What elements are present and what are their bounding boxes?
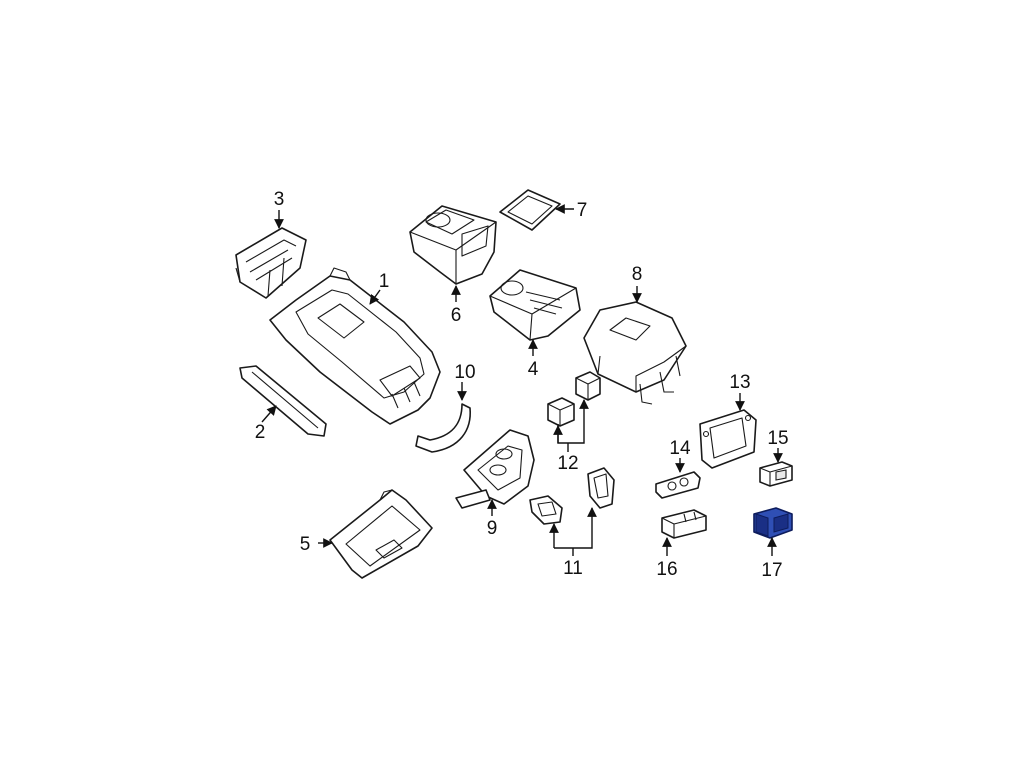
callout-9[interactable]: 9 bbox=[487, 518, 498, 539]
callout-16[interactable]: 16 bbox=[656, 559, 677, 580]
part-6-storage-bin[interactable] bbox=[409, 205, 497, 285]
callout-14[interactable]: 14 bbox=[669, 438, 691, 459]
part-8-armrest-lid[interactable] bbox=[583, 301, 687, 405]
callout-3[interactable]: 3 bbox=[274, 189, 285, 210]
callout-8[interactable]: 8 bbox=[632, 264, 643, 285]
part-2-trim-strip[interactable] bbox=[239, 365, 327, 437]
callout-1[interactable]: 1 bbox=[379, 271, 390, 292]
callout-13[interactable]: 13 bbox=[729, 372, 750, 393]
callout-7[interactable]: 7 bbox=[577, 200, 588, 221]
callout-labels: 3 1 2 6 7 4 8 10 9 5 12 11 13 14 15 16 1… bbox=[255, 189, 789, 581]
part-3-bracket[interactable] bbox=[235, 227, 307, 299]
part-7-mat[interactable] bbox=[499, 189, 561, 231]
part-15-small-switch[interactable] bbox=[759, 461, 793, 487]
callout-10[interactable]: 10 bbox=[454, 362, 475, 383]
part-1-console-body[interactable] bbox=[269, 267, 441, 425]
part-13-module[interactable] bbox=[699, 409, 757, 469]
callout-4[interactable]: 4 bbox=[528, 359, 539, 380]
part-12-switch-left[interactable] bbox=[547, 397, 575, 427]
callout-5[interactable]: 5 bbox=[300, 534, 311, 555]
callout-12[interactable]: 12 bbox=[557, 453, 578, 474]
part-10-trim-arc[interactable] bbox=[415, 403, 471, 453]
part-5-base-bracket[interactable] bbox=[329, 489, 433, 579]
part-12-switch-right[interactable] bbox=[575, 371, 601, 401]
part-16-switch-module[interactable] bbox=[661, 509, 707, 539]
leader-lines bbox=[261, 204, 783, 556]
callout-15[interactable]: 15 bbox=[767, 428, 788, 449]
part-9-shifter-bezel[interactable] bbox=[455, 429, 535, 509]
part-4-cup-holder[interactable] bbox=[489, 269, 581, 341]
callout-17[interactable]: 17 bbox=[761, 560, 782, 581]
part-11-vent-left[interactable] bbox=[529, 495, 563, 525]
callout-11[interactable]: 11 bbox=[563, 558, 583, 579]
callout-6[interactable]: 6 bbox=[451, 305, 462, 326]
part-14-switch-bar[interactable] bbox=[655, 471, 701, 499]
part-11-vent-right[interactable] bbox=[587, 467, 615, 509]
callout-2[interactable]: 2 bbox=[255, 422, 266, 443]
part-17-switch-highlighted[interactable] bbox=[753, 507, 793, 539]
